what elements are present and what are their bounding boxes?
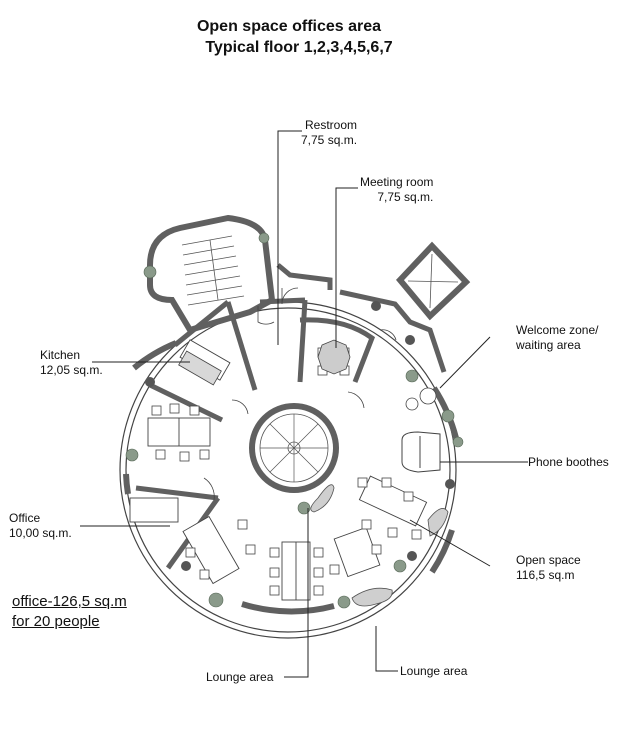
label-phone-boothes: Phone boothes bbox=[528, 455, 609, 469]
label-open-space: Open space 116,5 sq.m bbox=[516, 553, 581, 583]
label-kitchen: Kitchen 12,05 sq.m. bbox=[40, 348, 103, 378]
interior-walls bbox=[135, 263, 447, 570]
leader-lines bbox=[80, 130, 528, 678]
label-office: Office 10,00 sq.m. bbox=[9, 511, 72, 541]
columns bbox=[145, 301, 455, 571]
desk-groups bbox=[129, 339, 428, 601]
office-summary: office-126,5 sq.m for 20 people bbox=[12, 592, 127, 632]
kitchen-area: 12,05 sq.m. bbox=[40, 363, 103, 377]
plants bbox=[125, 232, 464, 609]
title-line-1: Open space offices area bbox=[196, 18, 382, 35]
round-tables bbox=[405, 387, 437, 411]
label-lounge-right: Lounge area bbox=[400, 664, 468, 678]
plan-title: Open space offices area Typical floor 1,… bbox=[0, 16, 638, 58]
chairs bbox=[151, 347, 422, 596]
meeting-room-name: Meeting room bbox=[360, 175, 434, 189]
welcome-zone-line-1: Welcome zone/ bbox=[516, 323, 599, 337]
meeting-table bbox=[317, 339, 351, 375]
open-space-area: 116,5 sq.m bbox=[516, 568, 575, 582]
label-welcome-zone: Welcome zone/ waiting area bbox=[516, 323, 598, 353]
office-name: Office bbox=[9, 511, 41, 525]
restroom-name: Restroom bbox=[305, 118, 358, 132]
summary-line-1: office-126,5 sq.m bbox=[12, 593, 127, 610]
outer-wall-heavy bbox=[123, 340, 459, 615]
summary-line-2: for 20 people bbox=[12, 613, 100, 630]
label-meeting-room: Meeting room 7,75 sq.m. bbox=[360, 175, 433, 205]
door-swings bbox=[203, 287, 397, 501]
open-space-name: Open space bbox=[516, 553, 581, 567]
kitchen-counter bbox=[178, 350, 222, 386]
elevator-shaft bbox=[395, 241, 471, 321]
spiral-stair bbox=[249, 403, 339, 493]
stair-block bbox=[147, 214, 276, 334]
kitchen-name: Kitchen bbox=[40, 348, 81, 362]
title-line-2: Typical floor 1,2,3,4,5,6,7 bbox=[205, 39, 393, 56]
label-lounge-left: Lounge area bbox=[206, 670, 274, 684]
welcome-zone-line-2: waiting area bbox=[516, 338, 581, 352]
label-restroom: Restroom 7,75 sq.m. bbox=[301, 118, 358, 148]
lounge-sofas bbox=[310, 484, 449, 607]
office-area: 10,00 sq.m. bbox=[9, 526, 72, 540]
meeting-room-area: 7,75 sq.m. bbox=[377, 190, 434, 204]
restroom-area: 7,75 sq.m. bbox=[301, 133, 358, 147]
phone-booths bbox=[401, 431, 441, 473]
